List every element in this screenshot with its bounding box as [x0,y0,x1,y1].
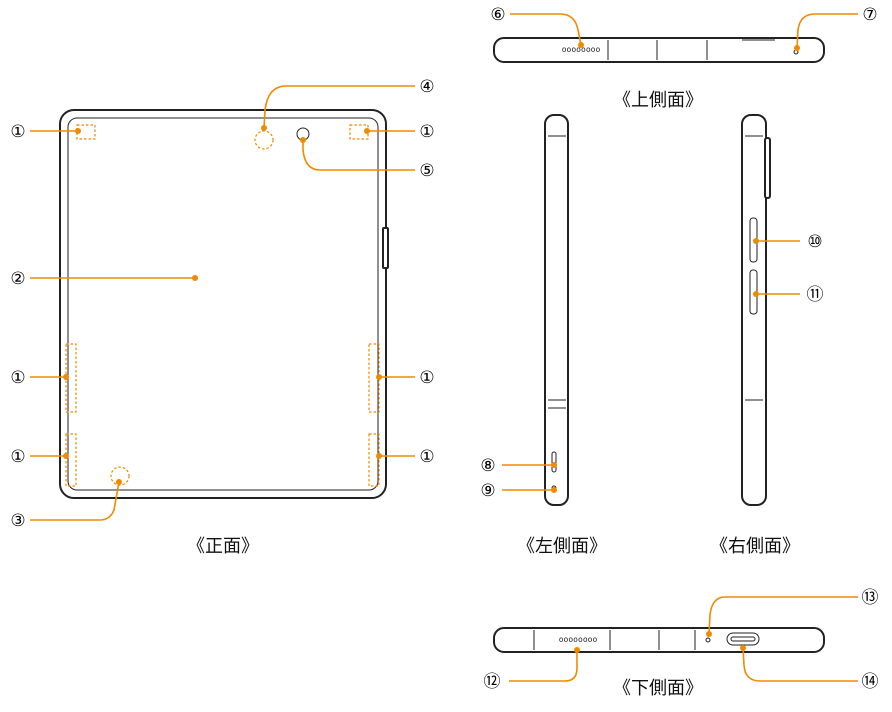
front-device-body [59,109,387,499]
caption-right: 《右側面》 [710,536,800,557]
callout-6: ⑥ [490,5,505,25]
callout-1e: ① [10,447,25,467]
callout-1d: ① [419,368,434,388]
callout-2: ② [10,269,25,289]
callout-7: ⑦ [862,5,877,25]
callout-1b: ① [419,122,434,142]
callout-10: ⑩ [807,232,822,252]
right-side-view: ⑩ ⑪ 《右側面》 [710,114,824,557]
callout-1a: ① [10,122,25,142]
sim-tray-slot [551,451,557,473]
front-view: ① ① ② ① ① ① ① ③ ④ ⑤ 《正面》 [10,77,434,557]
bottom-side-view: oooooooo ⑬ ⑫ ⑭ 《下側面》 [484,588,879,699]
caption-front: 《正面》 [187,536,259,557]
callout-12: ⑫ [484,672,501,692]
callout-1f: ① [419,447,434,467]
antenna-zone-bottom-right [368,433,380,487]
bottom-mic-hole [705,637,711,643]
caption-top: 《上側面》 [613,90,703,111]
top-speaker-holes: oooooooo [562,45,601,54]
front-screen [67,117,379,491]
left-side-body [544,114,569,506]
callout-4: ④ [419,77,434,97]
antenna-zone-bottom-left [65,433,77,487]
callout-1c: ① [10,368,25,388]
antenna-zone-mid-right [368,343,380,413]
callout-5: ⑤ [419,161,434,181]
left-side-view: ⑧ ⑨ 《左側面》 [480,114,607,557]
callout-13: ⑬ [862,588,879,608]
top-side-view: oooooooo ⑥ ⑦ 《上側面》 [490,5,877,111]
bottom-speaker-holes: oooooooo [559,635,598,644]
top-side-body [493,37,825,63]
caption-left: 《左側面》 [517,536,607,557]
callout-3: ③ [10,511,25,531]
antenna-zone-top-left [76,124,96,140]
callout-11: ⑪ [807,285,824,305]
sensor-zone-bottom [110,466,130,486]
callout-9: ⑨ [480,481,495,501]
callout-8: ⑧ [480,456,495,476]
right-side-body [741,114,767,506]
callout-14: ⑭ [862,672,879,692]
caption-bottom: 《下側面》 [613,678,703,699]
